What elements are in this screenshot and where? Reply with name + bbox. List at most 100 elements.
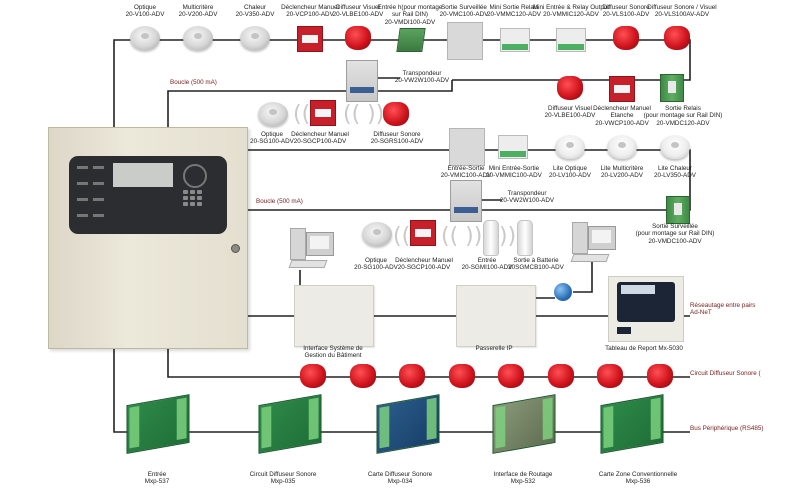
mini-relay-output-icon [500, 28, 530, 52]
sounder-icon [646, 364, 673, 388]
panel-zone-button[interactable] [77, 214, 88, 217]
panel-zone-button[interactable] [77, 198, 88, 201]
din-relay-output-icon [660, 74, 684, 102]
wireless-optical-detector-icon [258, 102, 288, 126]
manual-call-point-icon [297, 26, 323, 52]
mini-input-output-icon [498, 135, 528, 159]
visual-beacon-icon [345, 26, 371, 50]
sounder-icon [300, 364, 326, 388]
panel-keypad-key[interactable] [197, 190, 202, 194]
panel-keypad-key[interactable] [190, 196, 195, 200]
transponder-icon [450, 180, 482, 222]
heat-detector-icon [240, 26, 270, 50]
wireless-signal-icon: (( )) [441, 224, 483, 249]
peripheral-bus-label: Bus Périphérique (RS485) [690, 425, 764, 432]
internet-globe-icon [554, 283, 572, 301]
sounder-icon [399, 364, 425, 388]
panel-keypad-key[interactable] [183, 190, 188, 194]
panel-navigation-wheel[interactable] [183, 164, 207, 188]
sounder-icon [448, 364, 475, 388]
optical-detector-icon [130, 26, 160, 50]
bms-computer-icon [288, 228, 334, 272]
panel-zone-button[interactable] [77, 182, 88, 185]
device-label: Sortie Relais(pour montage sur Rail DIN)… [643, 105, 723, 127]
panel-front-fascia [69, 156, 227, 234]
panel-zone-button[interactable] [93, 166, 104, 169]
panel-lcd-display [113, 163, 173, 187]
wire-globe-pc [573, 258, 593, 293]
sounder-icon [498, 364, 524, 388]
supervised-output-icon [447, 22, 483, 60]
input-output-module-icon [449, 128, 485, 166]
wireless-optical-detector-icon [362, 222, 392, 246]
panel-keypad-key[interactable] [183, 202, 188, 206]
wireless-signal-icon: )) [499, 224, 517, 249]
panel-zone-button[interactable] [93, 214, 104, 217]
wireless-input-icon [483, 220, 499, 256]
ip-gateway-icon [456, 285, 536, 347]
panel-keypad-key[interactable] [190, 202, 195, 206]
main-control-panel[interactable] [48, 127, 248, 349]
din-input-module-icon [396, 28, 426, 52]
wireless-sounder-icon [383, 102, 409, 126]
wireless-call-point-icon [410, 220, 436, 246]
device-label: Passerelle IP [475, 345, 513, 352]
wire-loop1-return [167, 80, 453, 127]
panel-keypad-key[interactable] [197, 196, 202, 200]
panel-zone-button[interactable] [77, 166, 88, 169]
wireless-signal-icon: (( [393, 224, 411, 249]
panel-keypad-key[interactable] [183, 196, 188, 200]
loop-label: Boucle (500 mA) [170, 79, 217, 86]
bms-interface-icon [294, 285, 374, 347]
lite-multisensor-icon [607, 135, 637, 159]
sounder-icon [597, 364, 623, 388]
wireless-call-point-icon [310, 100, 336, 126]
panel-zone-button[interactable] [93, 182, 104, 185]
mini-input-relay-icon [556, 28, 586, 52]
device-label: Tableau de Report Mx-5030 [605, 345, 683, 352]
panel-zone-button[interactable] [93, 198, 104, 201]
device-label: Sortie Surveillée(pour montage sur Rail … [635, 223, 715, 245]
panel-keypad-key[interactable] [197, 202, 202, 206]
panel-key-lock-icon[interactable] [231, 244, 240, 253]
wireless-signal-icon: (( [293, 102, 311, 127]
wireless-signal-icon: (( )) [343, 102, 385, 127]
panel-keypad-key[interactable] [190, 190, 195, 194]
multisensor-detector-icon [183, 26, 213, 50]
network-computer-icon [570, 222, 616, 266]
sounder-beacon-icon [664, 26, 690, 50]
lite-optical-detector-icon [555, 135, 585, 159]
